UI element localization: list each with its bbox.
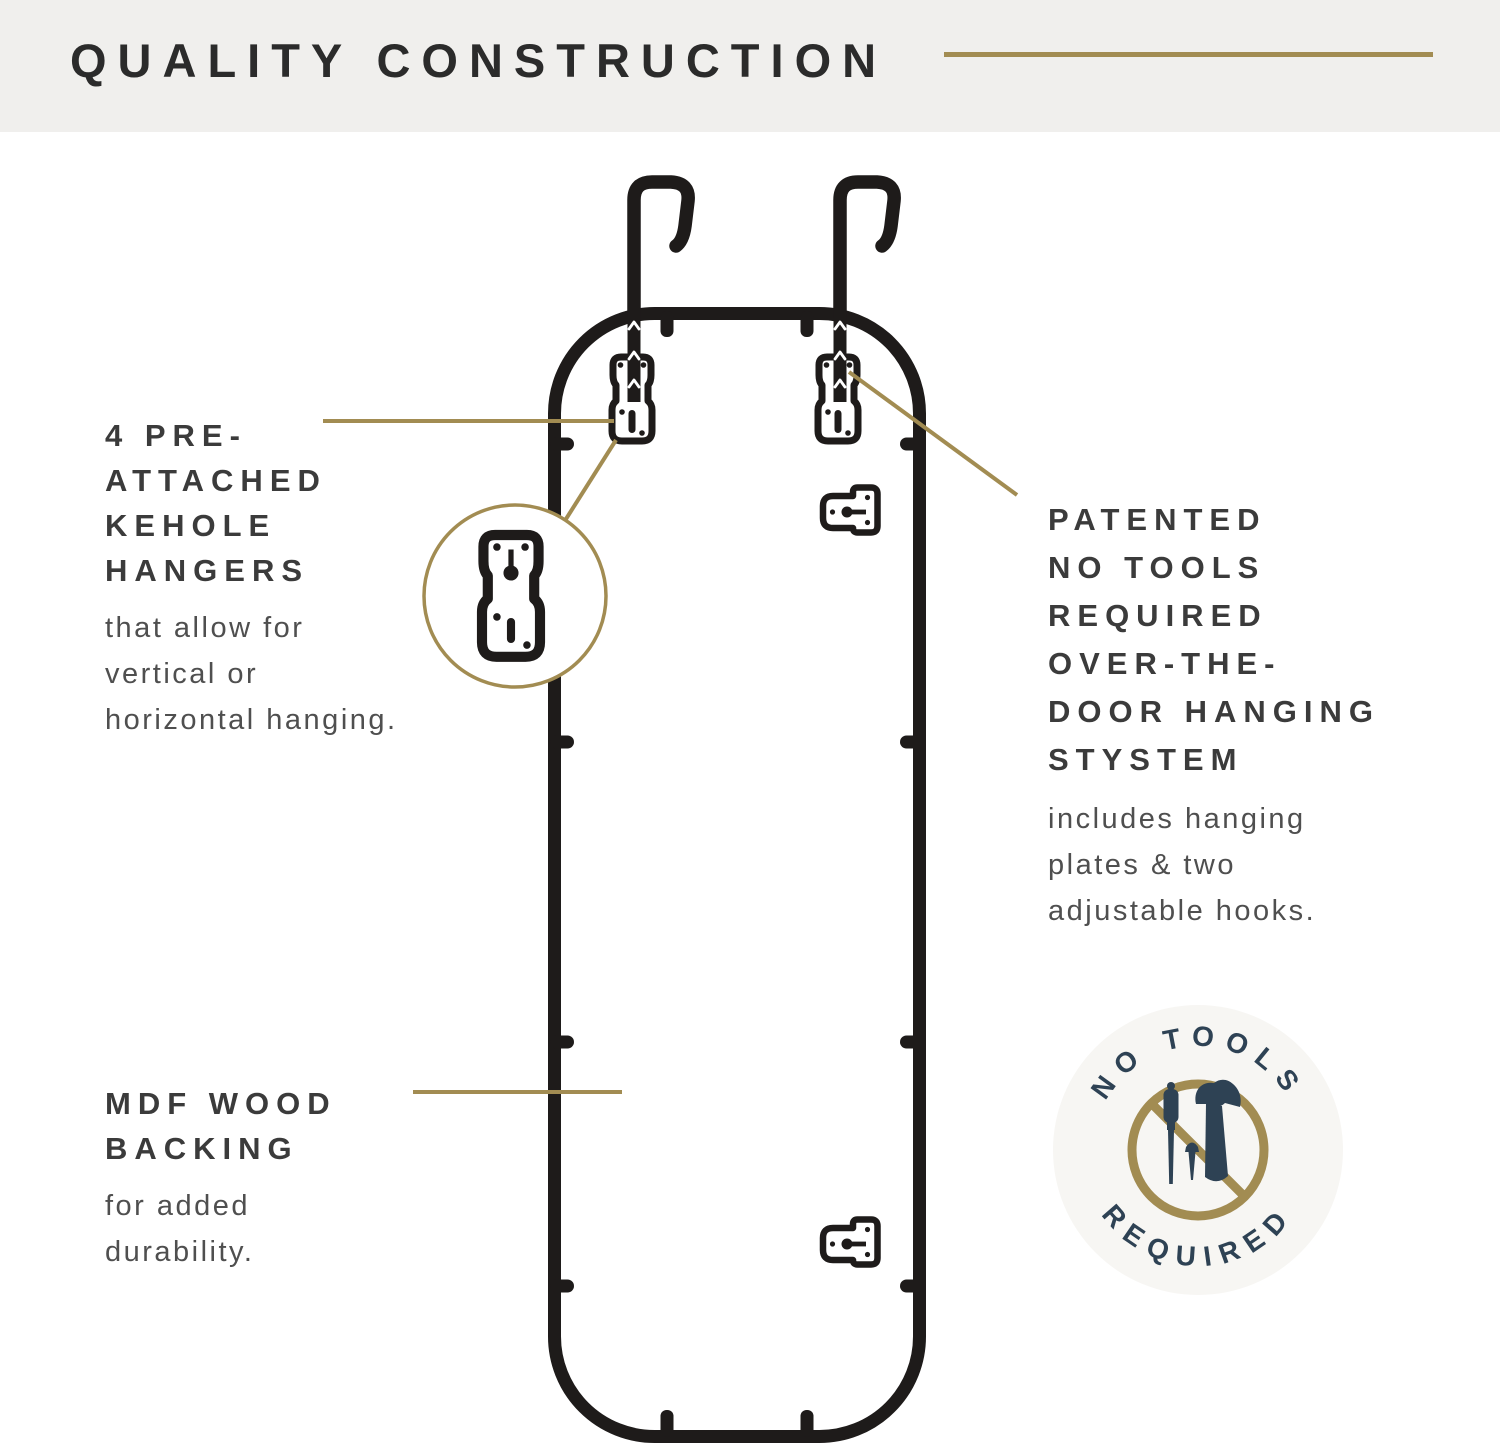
header-rule [944,52,1433,57]
callout-title-line: STYSTEM [1048,742,1244,777]
callout-title-line: REQUIRED [1048,598,1268,633]
callout-mdf-title: MDF WOOD BACKING [105,1081,337,1171]
callout-title-line: NO TOOLS [1048,550,1266,585]
callout-mdf-backing: MDF WOOD BACKING for added durability. [105,1081,337,1275]
callout-body-line: adjustable hooks. [1048,895,1317,927]
callout-keyhole-hangers: 4 PRE- ATTACHED KEHOLE HANGERS that allo… [105,413,398,743]
callout-title-line: 4 PRE- [105,418,247,453]
callout-line-door-system [847,370,1019,497]
callout-title-line: OVER-THE- [1048,646,1282,681]
hammer-icon [1195,1079,1241,1182]
callout-body-line: plates & two [1048,849,1236,881]
header-band [0,0,1500,132]
mounting-tabs [550,311,924,1437]
mirror-frame-outline [548,307,926,1443]
callout-mdf-body: for added durability. [105,1183,337,1275]
nail-icon [1185,1142,1199,1180]
callout-title-line: BACKING [105,1131,299,1166]
keyhole-hanger-plate-left [612,310,652,441]
callout-body-line: that allow for [105,612,305,644]
callout-title-line: HANGERS [105,553,310,588]
magnifier-circle [422,503,608,689]
callout-title-line: KEHOLE [105,508,277,543]
callout-door-system-title: PATENTED NO TOOLS REQUIRED OVER-THE- DOO… [1048,496,1380,784]
hook-adjustment-bar [833,310,847,402]
callout-body-line: durability. [105,1236,255,1268]
keyhole-hanger-plate-right [818,310,858,441]
hook-adjustment-bar [627,310,641,402]
callout-title-line: DOOR HANGING [1048,694,1380,729]
callout-keyhole-body: that allow for vertical or horizontal ha… [105,605,398,743]
callout-lines [323,370,1019,1094]
over-door-hook-right-icon [833,175,901,325]
callout-body-line: for added [105,1190,251,1222]
magnified-keyhole-plate-icon [482,535,540,657]
keyhole-plate-bottom-icon [823,1220,878,1265]
callout-door-system-body: includes hanging plates & two adjustable… [1048,796,1380,934]
over-door-hook-left-icon [627,175,695,325]
screwdriver-icon [1163,1082,1179,1184]
callout-body-line: horizontal hanging. [105,704,398,736]
callout-title-line: ATTACHED [105,463,327,498]
callout-body-line: vertical or [105,658,259,690]
no-tools-badge: NO TOOLS REQUIRED [1053,1005,1343,1295]
callout-keyhole-title: 4 PRE- ATTACHED KEHOLE HANGERS [105,413,398,593]
callout-line-magnifier [564,438,618,521]
callout-body-line: includes hanging [1048,803,1306,835]
callout-door-system: PATENTED NO TOOLS REQUIRED OVER-THE- DOO… [1048,496,1380,934]
page-title: QUALITY CONSTRUCTION [70,34,888,87]
callout-title-line: MDF WOOD [105,1086,337,1121]
callout-title-line: PATENTED [1048,502,1267,537]
badge-ring [1127,1079,1269,1221]
keyhole-plate-top-icon [823,488,878,533]
